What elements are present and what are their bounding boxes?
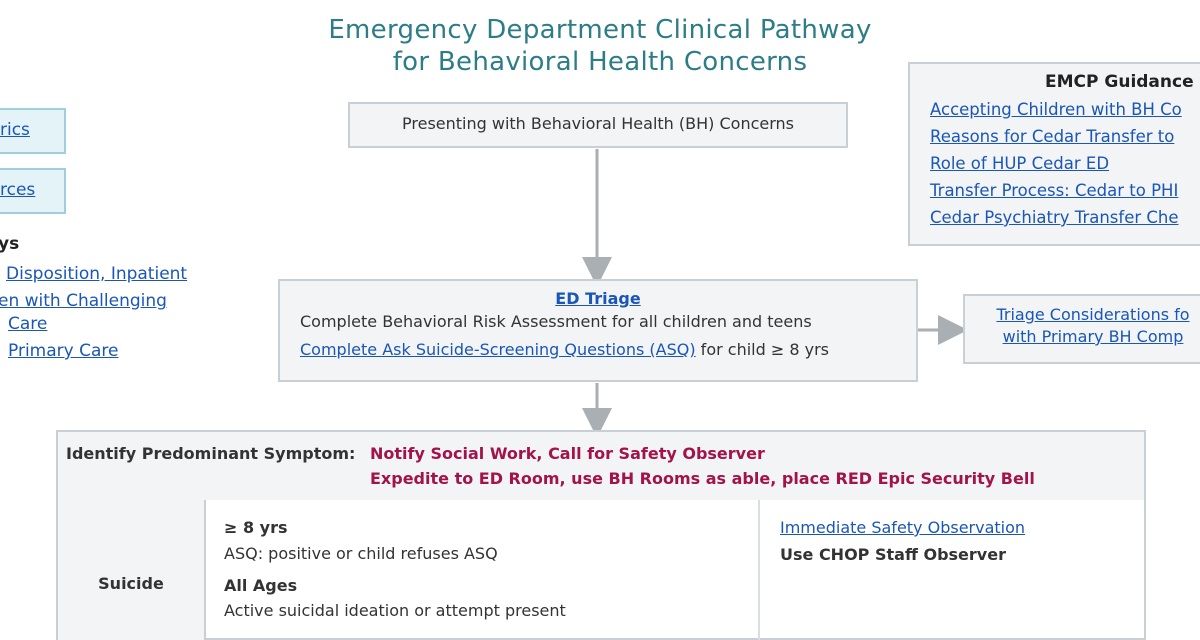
emcp-guidance-title: EMCP Guidance: [1045, 72, 1194, 92]
page-title: Emergency Department Clinical Pathway fo…: [0, 14, 1200, 78]
immediate-safety-observation-link[interactable]: Immediate Safety Observation: [780, 518, 1026, 537]
presenting-text: Presenting with Behavioral Health (BH) C…: [402, 114, 794, 133]
criteria-age-1: ≥ 8 yrs: [224, 518, 288, 537]
symptom-table: Suicide ≥ 8 yrs ASQ: positive or child r…: [56, 500, 1146, 640]
emcp-link-accepting[interactable]: Accepting Children with BH Co: [930, 100, 1182, 119]
suicide-criteria-cell: ≥ 8 yrs ASQ: positive or child refuses A…: [206, 500, 760, 640]
suicide-row-header: Suicide: [58, 500, 206, 640]
criteria-text-2: Active suicidal ideation or attempt pres…: [224, 601, 566, 620]
ed-triage-box: ED Triage Complete Behavioral Risk Asses…: [278, 279, 918, 382]
triage-considerations-link-1[interactable]: Triage Considerations fo: [996, 305, 1190, 324]
left-link-button-1[interactable]: rics: [0, 108, 66, 154]
emcp-link-transfer-checklist[interactable]: Cedar Psychiatry Transfer Che: [930, 208, 1179, 227]
emcp-link-role[interactable]: Role of HUP Cedar ED: [930, 154, 1110, 173]
emcp-link-reasons[interactable]: Reasons for Cedar Transfer to: [930, 127, 1175, 146]
left-link-button-2[interactable]: rces: [0, 168, 66, 214]
presenting-box: Presenting with Behavioral Health (BH) C…: [348, 102, 848, 148]
criteria-age-2: All Ages: [224, 576, 298, 595]
triage-line-1: Complete Behavioral Risk Assessment for …: [300, 312, 812, 331]
symptom-label: Identify Predominant Symptom:: [66, 444, 356, 463]
predominant-symptom-header: Identify Predominant Symptom: Notify Soc…: [56, 430, 1146, 502]
left-link-primary-care[interactable]: Primary Care: [8, 341, 119, 361]
triage-line-2-rest: for child ≥ 8 yrs: [695, 340, 829, 359]
symptom-alert-1: Notify Social Work, Call for Safety Obse…: [370, 444, 765, 463]
triage-considerations-link-2[interactable]: with Primary BH Comp: [1002, 327, 1184, 346]
title-line-2: for Behavioral Health Concerns: [392, 47, 808, 77]
asq-link[interactable]: Complete Ask Suicide-Screening Questions…: [300, 340, 696, 359]
ed-triage-link[interactable]: ED Triage: [555, 289, 641, 308]
chop-staff-observer-text: Use CHOP Staff Observer: [780, 545, 1006, 564]
left-link-care[interactable]: Care: [8, 314, 48, 334]
left-link-button-1-label[interactable]: rics: [0, 120, 30, 140]
left-section-heading: ys: [0, 234, 20, 254]
symptom-alert-2: Expedite to ED Room, use BH Rooms as abl…: [370, 469, 1035, 488]
emcp-link-transfer-process[interactable]: Transfer Process: Cedar to PHI: [930, 181, 1179, 200]
emcp-guidance-box: EMCP Guidance Accepting Children with BH…: [908, 62, 1200, 246]
left-link-disposition[interactable]: Disposition, Inpatient: [6, 264, 188, 284]
triage-considerations-box[interactable]: Triage Considerations fo with Primary BH…: [963, 294, 1200, 364]
triage-line-2: Complete Ask Suicide-Screening Questions…: [280, 336, 916, 364]
left-link-button-2-label[interactable]: rces: [0, 180, 36, 200]
criteria-text-1: ASQ: positive or child refuses ASQ: [224, 544, 498, 563]
title-line-1: Emergency Department Clinical Pathway: [328, 15, 872, 45]
suicide-label: Suicide: [98, 574, 164, 593]
left-link-challenging[interactable]: en with Challenging: [0, 291, 167, 311]
